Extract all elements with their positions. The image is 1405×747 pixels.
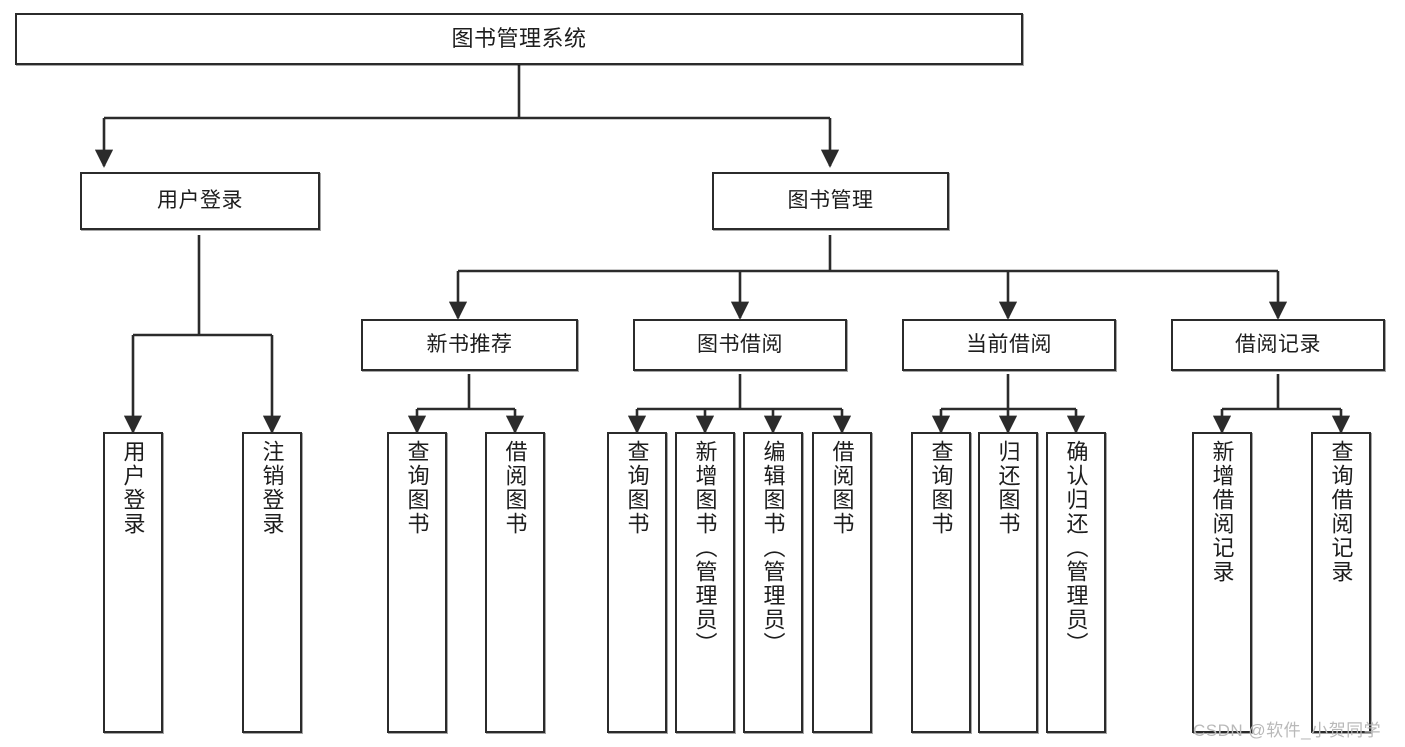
node-label: 查询借阅记录	[1328, 440, 1354, 584]
leaf-user-login[interactable]: 用户登录	[103, 432, 163, 733]
node-label: 借阅记录	[1235, 332, 1321, 356]
node-new-book-recommend[interactable]: 新书推荐	[361, 319, 578, 371]
leaf-logout-login[interactable]: 注销登录	[242, 432, 302, 733]
node-root-book-management-system[interactable]: 图书管理系统	[15, 13, 1023, 65]
leaf-confirm-return-admin[interactable]: 确认归还（管理员）	[1046, 432, 1106, 733]
node-label: 当前借阅	[966, 332, 1052, 356]
node-label: 归还图书	[995, 440, 1021, 536]
node-borrow-record[interactable]: 借阅记录	[1171, 319, 1385, 371]
node-label: 查询图书	[404, 440, 430, 536]
node-user-login[interactable]: 用户登录	[80, 172, 320, 230]
leaf-add-borrow-record[interactable]: 新增借阅记录	[1192, 432, 1252, 733]
node-label: 用户登录	[120, 440, 146, 536]
node-label: 确认归还（管理员）	[1063, 440, 1089, 656]
node-label: 新增借阅记录	[1209, 440, 1235, 584]
node-label: 借阅图书	[502, 440, 528, 536]
node-label: 编辑图书（管理员）	[760, 440, 786, 656]
node-current-borrow[interactable]: 当前借阅	[902, 319, 1116, 371]
node-label: 查询图书	[928, 440, 954, 536]
node-label: 注销登录	[259, 440, 285, 536]
leaf-add-book-admin[interactable]: 新增图书（管理员）	[675, 432, 735, 733]
leaf-query-book-current[interactable]: 查询图书	[911, 432, 971, 733]
leaf-borrow-book-recommend[interactable]: 借阅图书	[485, 432, 545, 733]
leaf-edit-book-admin[interactable]: 编辑图书（管理员）	[743, 432, 803, 733]
node-book-management[interactable]: 图书管理	[712, 172, 949, 230]
node-label: 图书管理	[787, 188, 874, 212]
leaf-query-book-borrow[interactable]: 查询图书	[607, 432, 667, 733]
node-label: 新增图书（管理员）	[692, 440, 718, 656]
node-label: 新书推荐	[426, 332, 513, 356]
csdn-watermark: CSDN @软件_小贺同学	[1193, 721, 1382, 740]
node-book-borrow[interactable]: 图书借阅	[633, 319, 847, 371]
node-label: 查询图书	[624, 440, 650, 536]
leaf-return-book[interactable]: 归还图书	[978, 432, 1038, 733]
node-label: 借阅图书	[829, 440, 855, 536]
node-label: 图书借阅	[697, 332, 783, 356]
node-label: 图书管理系统	[451, 26, 587, 52]
leaf-borrow-book[interactable]: 借阅图书	[812, 432, 872, 733]
node-label: 用户登录	[157, 188, 243, 212]
leaf-query-book-recommend[interactable]: 查询图书	[387, 432, 447, 733]
leaf-query-borrow-record[interactable]: 查询借阅记录	[1311, 432, 1371, 733]
